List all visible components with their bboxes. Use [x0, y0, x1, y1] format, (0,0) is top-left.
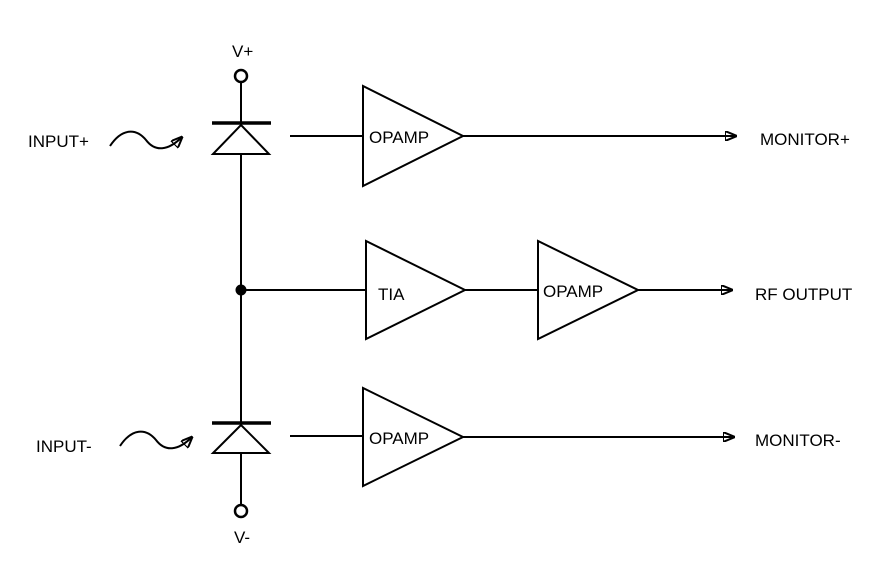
rf-output-label: RF OUTPUT	[755, 285, 852, 304]
monitor-positive-label: MONITOR+	[760, 130, 850, 149]
top-opamp-triangle-icon	[362, 84, 466, 188]
supply-negative-terminal-icon	[233, 503, 249, 519]
tia-label: TIA	[378, 285, 405, 304]
tia-triangle-icon	[365, 239, 468, 341]
input-negative-wave-arrow-icon	[119, 430, 192, 450]
input-positive-wave-arrow-icon	[109, 130, 182, 150]
top-opamp-label: OPAMP	[369, 128, 429, 147]
top-photodiode-icon	[210, 121, 272, 155]
monitor-negative-label: MONITOR-	[755, 431, 841, 450]
supply-positive-label: V+	[232, 42, 253, 61]
bottom-photodiode-icon	[210, 421, 272, 454]
input-positive-label: INPUT+	[28, 132, 89, 151]
supply-positive-terminal-icon	[233, 68, 249, 84]
supply-negative-label: V-	[234, 528, 250, 547]
middle-opamp-triangle-icon	[537, 239, 641, 341]
middle-opamp-label: OPAMP	[543, 282, 603, 301]
bottom-opamp-label: OPAMP	[369, 429, 429, 448]
input-negative-label: INPUT-	[36, 437, 92, 456]
bottom-opamp-triangle-icon	[362, 386, 466, 488]
